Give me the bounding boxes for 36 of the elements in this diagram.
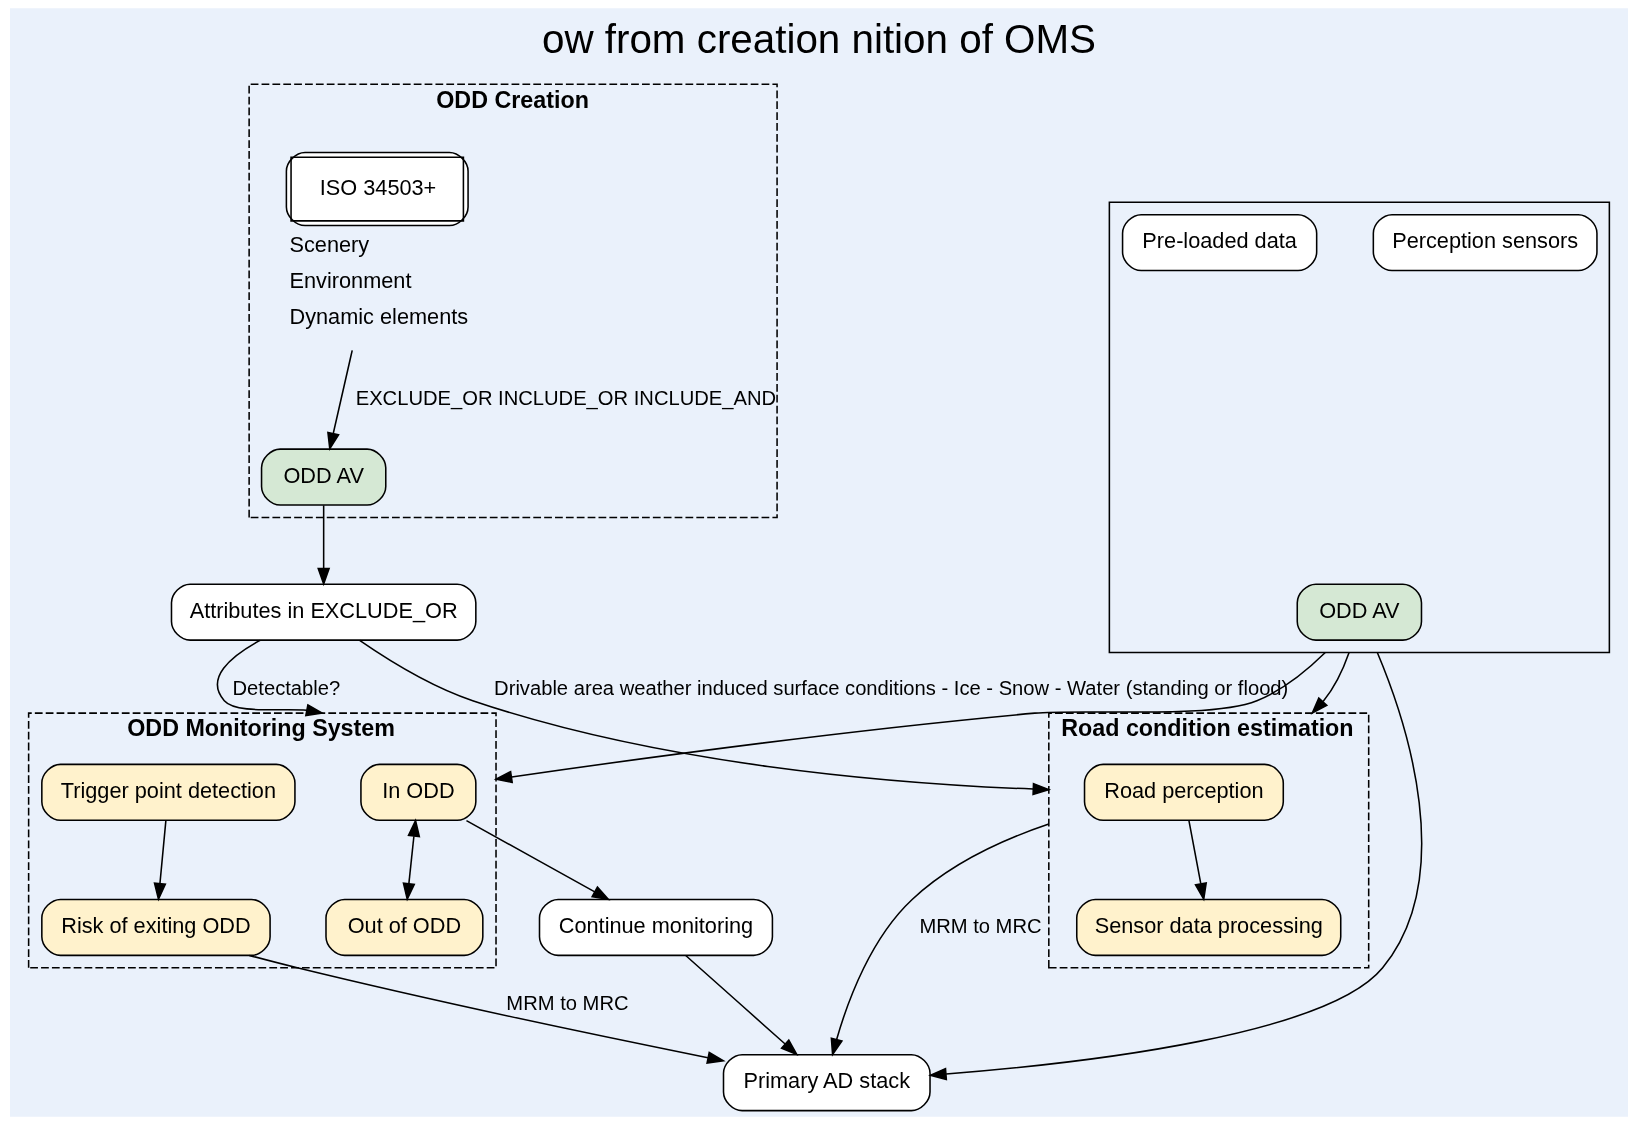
node-box: ODD AV: [1296, 583, 1423, 641]
arrow: [493, 651, 1327, 784]
node-box: Pre-loaded data: [1121, 213, 1318, 272]
arrow: [1188, 819, 1208, 902]
node-box: Primary AD stack: [722, 1053, 931, 1112]
node-box: ODD AV: [260, 448, 387, 506]
arrow: [216, 639, 325, 717]
node-box: Trigger point detection: [41, 763, 296, 822]
node-label: Environment: [289, 267, 412, 293]
edge-label: MRM to MRC: [506, 992, 629, 1015]
arrow: [830, 823, 1050, 1057]
node-box: Risk of exiting ODD: [41, 898, 271, 957]
arrow: [153, 819, 167, 902]
node-box: In ODD: [360, 763, 477, 822]
arrow: [402, 818, 421, 902]
cluster: [1108, 201, 1611, 654]
node-box: Out of ODD: [325, 898, 484, 957]
node-box: Attributes in EXCLUDE_OR: [170, 583, 477, 641]
arrow: [327, 349, 353, 451]
arrow: [1310, 651, 1350, 715]
edge-label: Detectable?: [232, 677, 341, 700]
arrow: [465, 819, 611, 901]
node-label: Scenery: [289, 232, 370, 258]
arrow: [684, 954, 799, 1056]
arrow: [358, 639, 1052, 796]
arrow: [928, 651, 1423, 1081]
node-box: Road perception: [1083, 763, 1285, 822]
node-label: Dynamic elements: [289, 303, 469, 329]
node-box: Continue monitoring: [538, 898, 774, 957]
diagram-title: ow from creation nition of OMS: [541, 15, 1097, 62]
node-box: Sensor data processing: [1076, 898, 1342, 957]
edge-label: MRM to MRC: [919, 914, 1042, 937]
arrow: [317, 504, 331, 587]
node-box: Perception sensors: [1372, 213, 1598, 272]
edge-label: EXCLUDE_OR INCLUDE_OR INCLUDE_AND: [355, 386, 777, 409]
arrow: [248, 954, 726, 1064]
